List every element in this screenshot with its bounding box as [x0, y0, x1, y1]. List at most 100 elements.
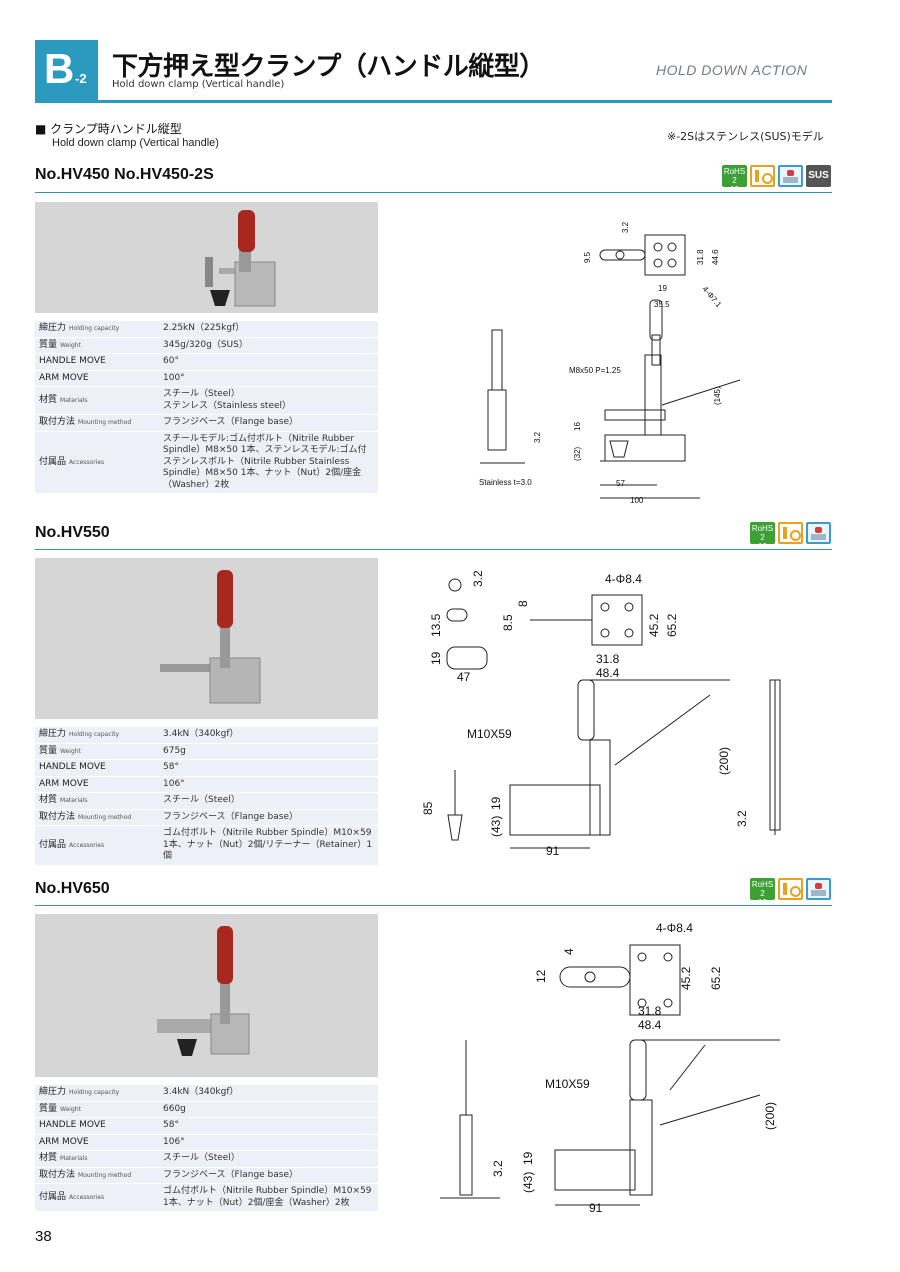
- dim-label: 65.2: [709, 966, 723, 990]
- product-photo: [35, 914, 378, 1077]
- badge-letter: B: [44, 45, 75, 92]
- product-photo: [35, 202, 378, 313]
- model-title-hv450: No.HV450 No.HV450-2S: [35, 166, 214, 183]
- dim-label: 35.5: [654, 300, 670, 309]
- model-rule: [35, 549, 832, 550]
- environment-icon: [778, 165, 803, 187]
- dim-label: 65.2: [665, 613, 679, 637]
- tool-icon: [778, 878, 803, 900]
- dim-label: 48.4: [638, 1018, 662, 1032]
- tool-icon: [778, 522, 803, 544]
- dim-label: (43): [489, 816, 503, 837]
- category-label: HOLD DOWN ACTION: [656, 62, 808, 78]
- model-rule: [35, 192, 832, 193]
- dim-label: 19: [658, 284, 667, 293]
- badge-sub: -2: [75, 71, 87, 86]
- dim-label: 13.5: [429, 613, 443, 637]
- dim-label: 85: [421, 801, 435, 815]
- model-rule: [35, 905, 832, 906]
- dim-label: 3.2: [735, 810, 749, 827]
- dim-label: M8x50 P=1.25: [569, 366, 621, 375]
- dim-label: 3.2: [491, 1160, 505, 1177]
- technical-drawing-hv450: 3.2 9.5 31.8 44.6 19 35.5 4-Φ7.1 M8x50 P…: [479, 221, 741, 505]
- dim-label: 45.2: [679, 966, 693, 990]
- dim-label: 100: [630, 496, 644, 505]
- dim-label: (200): [763, 1102, 777, 1130]
- dim-label: 31.8: [696, 249, 705, 265]
- dim-label: 4-Φ8.4: [656, 921, 693, 935]
- technical-drawing-hv650: 4-Φ8.4 4 12 45.2 65.2 31.8 48.4 M10X59 (…: [440, 921, 780, 1215]
- dim-label: 16: [573, 422, 582, 431]
- section-badge: B -2: [35, 40, 98, 100]
- clamp-photo-drawing: [160, 570, 261, 704]
- dim-label: 91: [546, 844, 560, 858]
- dim-label: (145): [713, 386, 722, 405]
- dim-label: 57: [616, 479, 625, 488]
- clamp-photo-drawing: [157, 926, 250, 1056]
- dim-label: 4-Φ7.1: [700, 285, 723, 310]
- dim-label: 45.2: [647, 613, 661, 637]
- dim-label: 31.8: [596, 652, 620, 666]
- dim-label: 48.4: [596, 666, 620, 680]
- clamp-photo-drawing: [205, 210, 276, 307]
- dim-label: 44.6: [711, 249, 720, 265]
- dim-label: 9.5: [583, 251, 592, 263]
- dim-label: 4: [562, 948, 576, 955]
- dim-label: 12: [534, 969, 548, 983]
- dim-label: 3.2: [533, 431, 542, 443]
- header-rule: [35, 100, 832, 103]
- dim-label: 3.2: [471, 570, 485, 587]
- dim-label: 8.5: [501, 614, 515, 631]
- section-subtitle: Hold down clamp (Vertical handle): [52, 137, 219, 149]
- dim-label: 3.2: [621, 221, 630, 233]
- dim-label: 19: [429, 651, 443, 665]
- dim-label: 31.8: [638, 1004, 662, 1018]
- environment-icon: [806, 522, 831, 544]
- dim-label: 19: [521, 1151, 535, 1165]
- product-photo: [35, 558, 378, 719]
- sus-note: ※-2Sはステンレス(SUS)モデル: [667, 130, 824, 143]
- dim-label: (43): [521, 1172, 535, 1193]
- dim-label: 91: [589, 1201, 603, 1215]
- dim-label: 8: [516, 600, 530, 607]
- page-title: 下方押え型クランプ（ハンドル縦型）: [112, 52, 545, 82]
- environment-icon: [806, 878, 831, 900]
- technical-drawing-hv550: 4-Φ8.4 3.2 8 13.5 8.5 45.2 65.2 19 47 31…: [421, 570, 781, 858]
- dim-label: (32): [573, 446, 582, 461]
- dim-label: Stainless t=3.0: [479, 478, 532, 487]
- section-title: ■ クランプ時ハンドル縦型: [35, 122, 182, 136]
- dim-label: M10X59: [545, 1077, 590, 1091]
- dim-label: (200): [717, 747, 731, 775]
- dim-label: 47: [457, 670, 471, 684]
- dim-label: 19: [489, 796, 503, 810]
- sus-icon: SUS: [806, 165, 831, 187]
- page-subtitle: Hold down clamp (Vertical handle): [112, 79, 285, 90]
